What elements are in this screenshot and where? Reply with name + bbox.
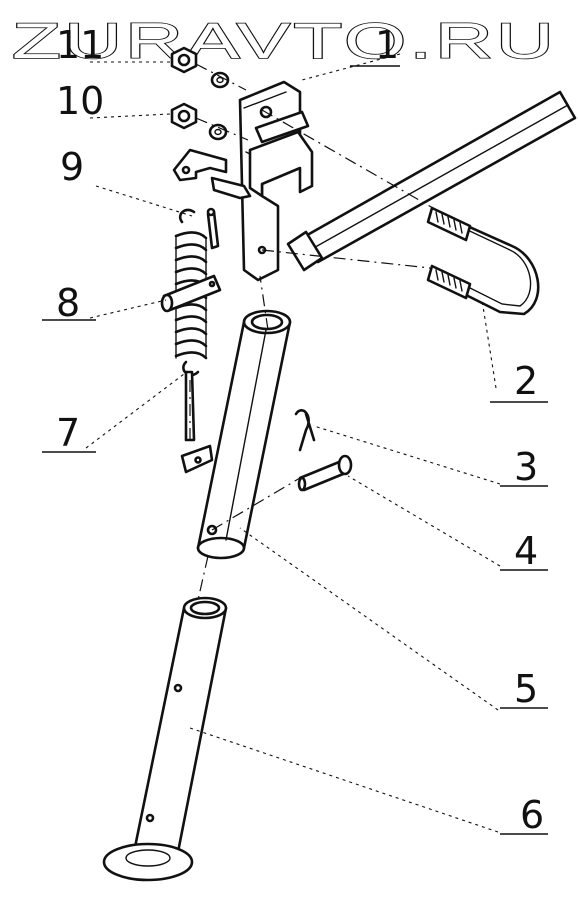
bracket-part-1 [172, 80, 314, 282]
callout-label-3: 3 [514, 445, 538, 489]
frame-tube [286, 90, 577, 272]
callout-label-4: 4 [514, 529, 538, 573]
nut-part-10 [170, 102, 198, 130]
clevis-pin-part-4 [297, 454, 353, 492]
callout-label-2: 2 [514, 359, 538, 403]
callout-label-9: 9 [60, 145, 84, 189]
sleeve-tube-part-5 [196, 309, 292, 560]
pin-part-8 [160, 274, 222, 313]
clip-part-3 [294, 409, 316, 452]
callout-label-8: 8 [56, 281, 80, 325]
callout-label-6: 6 [520, 793, 544, 837]
callout-label-7: 7 [56, 411, 80, 455]
spring-part-7 [174, 208, 214, 474]
u-bolt-part-2 [426, 206, 540, 316]
cotter-pin-part-9 [206, 207, 220, 250]
watermark-text: ZURAVTO.RU [12, 13, 557, 69]
callout-label-11: 11 [56, 23, 104, 67]
washer-lower [208, 123, 228, 141]
assembly-axes [189, 63, 441, 601]
callout-baselines [42, 65, 548, 835]
nut-part-11 [170, 46, 198, 74]
callout-label-1: 1 [375, 23, 399, 67]
leader-lines [85, 53, 501, 833]
leg-tube-part-6 [102, 596, 228, 882]
callout-label-10: 10 [56, 79, 104, 123]
callout-label-5: 5 [514, 667, 538, 711]
